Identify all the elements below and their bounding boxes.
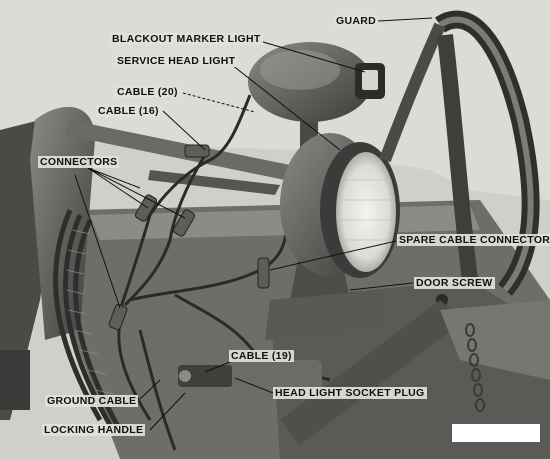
label-spare-cable-connector: SPARE CABLE CONNECTOR (397, 234, 550, 246)
label-door-screw: DOOR SCREW (414, 277, 495, 289)
label-connectors: CONNECTORS (38, 156, 120, 168)
label-cable-19: CABLE (19) (229, 350, 294, 362)
label-cable-16: CABLE (16) (96, 105, 161, 117)
label-service-head-light: SERVICE HEAD LIGHT (115, 55, 238, 67)
label-cable-20: CABLE (20) (115, 86, 180, 98)
label-ground-cable: GROUND CABLE (45, 395, 139, 407)
label-blackout-marker-light: BLACKOUT MARKER LIGHT (110, 33, 263, 45)
label-guard: GUARD (334, 15, 378, 27)
label-locking-handle: LOCKING HANDLE (42, 424, 146, 436)
label-head-light-socket-plug: HEAD LIGHT SOCKET PLUG (273, 387, 427, 399)
